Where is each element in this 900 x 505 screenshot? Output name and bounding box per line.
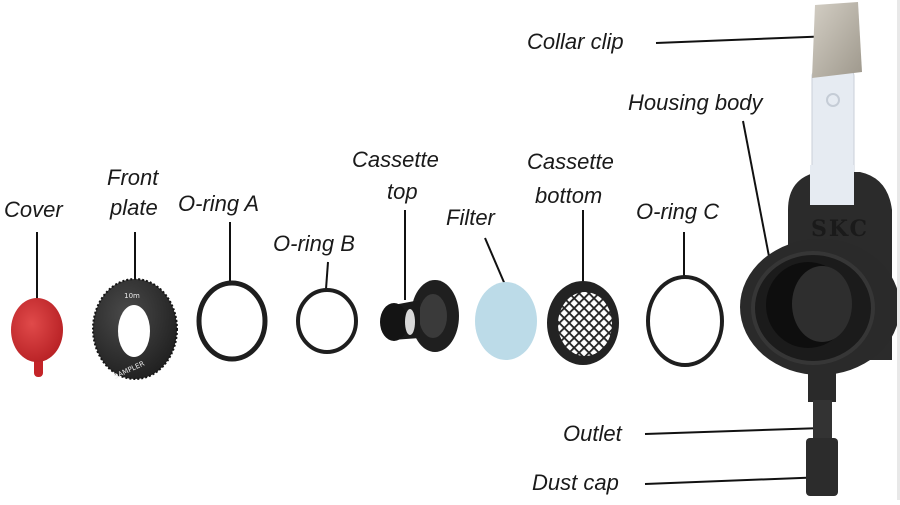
- label-cassette-top-line1: Cassette: [352, 147, 439, 172]
- collar-clip-part: [812, 2, 862, 78]
- filter-part: [475, 282, 537, 360]
- label-front-plate-line1: Front: [107, 165, 159, 190]
- housing-brand-text: SKC: [811, 216, 869, 242]
- label-housing-body: Housing body: [628, 90, 763, 115]
- leader-dust-cap: [644, 476, 827, 485]
- right-edge: [897, 0, 900, 500]
- front-plate-part: 10m SAMPLER: [92, 278, 178, 381]
- label-outlet: Outlet: [563, 421, 622, 446]
- label-collar-clip: Collar clip: [527, 29, 624, 54]
- leader-filter: [484, 237, 507, 288]
- oring-c-part: [646, 275, 724, 367]
- label-cassette-bottom-line1: Cassette: [527, 149, 614, 174]
- leader-outlet: [644, 427, 824, 435]
- front-plate-text-top: 10m: [124, 292, 140, 300]
- leader-collar-clip: [655, 35, 834, 44]
- leader-oring-b: [325, 261, 329, 290]
- label-cassette-top-line2: top: [387, 179, 418, 204]
- oring-b-part: [296, 288, 358, 354]
- label-oring-a: O-ring A: [178, 191, 260, 216]
- label-front-plate-line2: plate: [110, 195, 158, 220]
- label-cassette-bottom-line2: bottom: [535, 183, 603, 208]
- leader-housing-body: [742, 120, 773, 273]
- cover-part: [11, 298, 63, 377]
- label-oring-c: O-ring C: [636, 199, 720, 224]
- label-filter: Filter: [446, 205, 495, 230]
- label-cover: Cover: [4, 197, 63, 222]
- label-dust-cap: Dust cap: [532, 470, 619, 495]
- dust-cap-part: [806, 438, 838, 496]
- label-oring-b: O-ring B: [273, 231, 355, 256]
- oring-a-part: [196, 280, 268, 362]
- housing-body-part: SKC: [740, 2, 900, 496]
- cassette-bottom-part: [547, 281, 619, 365]
- leader-lines: [36, 35, 834, 485]
- cassette-top-part: [380, 280, 459, 352]
